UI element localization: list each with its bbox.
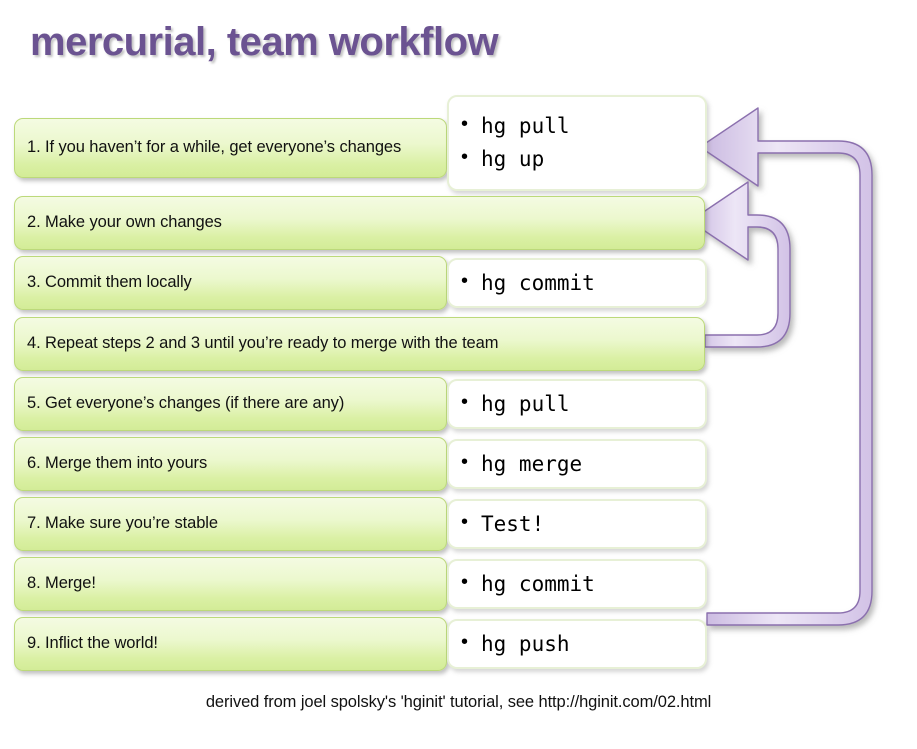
command-line: hg merge xyxy=(461,447,695,481)
command-line: hg pull xyxy=(461,109,695,143)
arrow-step9-to-step1 xyxy=(699,107,873,626)
step-label-6: 6. Merge them into yours xyxy=(27,454,208,473)
command-box-9[interactable]: hg push xyxy=(447,619,707,669)
step-box-2[interactable]: 2. Make your own changes xyxy=(14,196,705,250)
step-label-5: 5. Get everyone’s changes (if there are … xyxy=(27,394,345,413)
command-box-5[interactable]: hg pull xyxy=(447,379,707,429)
command-line: hg up xyxy=(461,142,695,176)
step-label-8: 8. Merge! xyxy=(27,574,96,593)
command-line: hg commit xyxy=(461,266,695,300)
step-label-9: 9. Inflict the world! xyxy=(27,634,158,653)
step-label-3: 3. Commit them locally xyxy=(27,273,192,292)
command-line: hg push xyxy=(461,627,695,661)
step-label-2: 2. Make your own changes xyxy=(27,213,222,232)
step-box-9[interactable]: 9. Inflict the world! xyxy=(14,617,447,671)
command-box-7[interactable]: Test! xyxy=(447,499,707,549)
step-box-3[interactable]: 3. Commit them locally xyxy=(14,256,447,310)
command-box-1[interactable]: hg pull hg up xyxy=(447,95,707,191)
step-label-4: 4. Repeat steps 2 and 3 until you’re rea… xyxy=(27,334,499,353)
command-line: Test! xyxy=(461,507,695,541)
step-box-6[interactable]: 6. Merge them into yours xyxy=(14,437,447,491)
step-box-1[interactable]: 1. If you haven’t for a while, get every… xyxy=(14,118,447,178)
step-box-4[interactable]: 4. Repeat steps 2 and 3 until you’re rea… xyxy=(14,317,705,371)
page-title: mercurial, team workflow xyxy=(30,20,499,64)
command-box-6[interactable]: hg merge xyxy=(447,439,707,489)
command-box-8[interactable]: hg commit xyxy=(447,559,707,609)
step-box-8[interactable]: 8. Merge! xyxy=(14,557,447,611)
step-box-7[interactable]: 7. Make sure you’re stable xyxy=(14,497,447,551)
command-line: hg commit xyxy=(461,567,695,601)
step-box-5[interactable]: 5. Get everyone’s changes (if there are … xyxy=(14,377,447,431)
command-line: hg pull xyxy=(461,387,695,421)
command-box-3[interactable]: hg commit xyxy=(447,258,707,308)
footer-attribution: derived from joel spolsky's 'hginit' tut… xyxy=(205,693,712,711)
step-label-7: 7. Make sure you’re stable xyxy=(27,514,218,533)
step-label-1: 1. If you haven’t for a while, get every… xyxy=(27,138,402,157)
